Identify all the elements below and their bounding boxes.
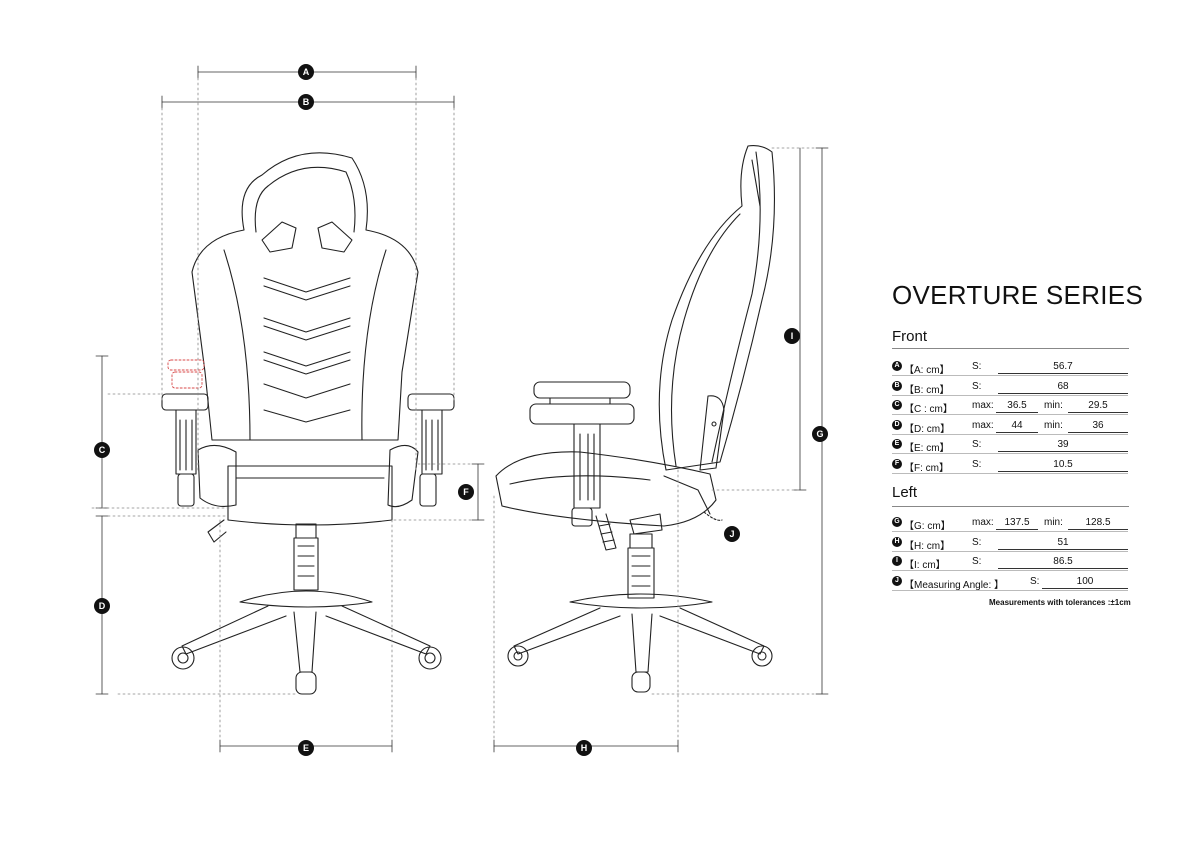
spec-max-value: 44: [996, 420, 1038, 433]
spec-badge: G: [892, 517, 902, 527]
spec-row: H【H: cm】 S: 51: [892, 534, 1132, 552]
marker-i: I: [784, 328, 800, 344]
front-section-title: Front: [892, 328, 928, 345]
front-divider: [892, 348, 1129, 349]
spec-label: 【Measuring Angle: 】: [904, 579, 1005, 591]
marker-j: J: [724, 526, 740, 542]
svg-text:I: I: [791, 331, 794, 341]
tolerance-note: Measurements with tolerances :±1cm: [989, 598, 1131, 607]
spec-s-value: 56.7: [998, 361, 1128, 374]
spec-s-value: 68: [998, 381, 1128, 394]
spec-row: A【A: cm】 S: 56.7: [892, 358, 1132, 376]
spec-row-line: [892, 453, 1128, 454]
svg-text:D: D: [99, 601, 106, 611]
svg-text:B: B: [303, 97, 310, 107]
spec-label: 【H: cm】: [904, 540, 951, 552]
spec-min-label: min:: [1044, 517, 1063, 528]
spec-s-value: 86.5: [998, 556, 1128, 569]
spec-min-value: 36: [1068, 420, 1128, 433]
spec-badge: F: [892, 458, 902, 469]
spec-label: 【B: cm】: [904, 384, 950, 396]
svg-text:F: F: [463, 487, 469, 497]
spec-s-value: 10.5: [998, 459, 1128, 472]
marker-a: A: [298, 64, 314, 80]
spec-row: B【B: cm】 S: 68: [892, 378, 1132, 396]
spec-badge: B: [892, 380, 902, 391]
spec-min-label: min:: [1044, 400, 1063, 411]
dimension-markers: A B C D E F G H I J: [94, 64, 828, 756]
marker-b: B: [298, 94, 314, 110]
svg-text:E: E: [303, 743, 309, 753]
spec-row: E【E: cm】 S: 39: [892, 436, 1132, 454]
armrest-max-ghost: [167, 359, 205, 389]
marker-f: F: [458, 484, 474, 500]
spec-row: D【D: cm】 max:44 min: 36: [892, 417, 1132, 435]
spec-label: 【E: cm】: [904, 443, 950, 454]
spec-badge: E: [892, 439, 902, 449]
spec-badge: I: [892, 556, 902, 566]
spec-max-label: max:: [972, 400, 994, 411]
svg-text:A: A: [303, 67, 310, 77]
spec-badge: A: [892, 361, 902, 371]
spec-row-line: [892, 550, 1128, 552]
front-chair-outline: [161, 152, 455, 695]
spec-min-label: min:: [1044, 419, 1063, 431]
marker-d: D: [94, 598, 110, 614]
spec-label: 【A: cm】: [904, 365, 950, 376]
spec-s-label: S:: [1030, 575, 1040, 587]
spec-row-line: [892, 414, 1128, 415]
spec-label: 【F: cm】: [904, 462, 949, 474]
spec-min-value: 29.5: [1068, 400, 1128, 413]
spec-row-line: [892, 472, 1128, 474]
spec-row-line: [892, 375, 1128, 376]
dimension-lines: [91, 65, 829, 753]
svg-text:G: G: [816, 429, 823, 439]
spec-label: 【G: cm】: [904, 521, 951, 532]
spec-label: 【C : cm】: [904, 404, 953, 415]
spec-max-label: max:: [972, 517, 994, 528]
spec-s-label: S:: [972, 380, 982, 392]
spec-s-label: S:: [972, 361, 982, 372]
spec-row: G【G: cm】 max:137.5 min: 128.5: [892, 514, 1132, 532]
spec-row-line: [892, 531, 1128, 532]
svg-text:C: C: [99, 445, 106, 455]
spec-s-value: 100: [1042, 576, 1128, 589]
spec-s-value: 51: [998, 537, 1128, 550]
side-chair-outline: [495, 145, 776, 693]
marker-e: E: [298, 740, 314, 756]
marker-h: H: [576, 740, 592, 756]
marker-g: G: [812, 426, 828, 442]
marker-c: C: [94, 442, 110, 458]
spec-row-line: [892, 570, 1128, 571]
svg-text:J: J: [729, 529, 734, 539]
spec-row-line: [892, 589, 1128, 591]
spec-row-line: [892, 433, 1128, 435]
spec-label: 【I: cm】: [904, 560, 946, 571]
spec-s-label: S:: [972, 439, 982, 450]
spec-s-label: S:: [972, 556, 982, 567]
spec-max-value: 137.5: [996, 517, 1038, 530]
spec-s-label: S:: [972, 458, 982, 470]
spec-max-value: 36.5: [996, 400, 1038, 413]
svg-text:H: H: [581, 743, 588, 753]
spec-label: 【D: cm】: [904, 423, 951, 435]
spec-badge: D: [892, 419, 902, 430]
spec-row: I【I: cm】 S: 86.5: [892, 553, 1132, 571]
left-divider: [892, 506, 1129, 507]
spec-badge: C: [892, 400, 902, 410]
spec-badge: J: [892, 575, 902, 586]
spec-s-label: S:: [972, 536, 982, 548]
spec-badge: H: [892, 536, 902, 547]
spec-row: F【F: cm】 S: 10.5: [892, 456, 1132, 474]
spec-s-value: 39: [998, 439, 1128, 452]
spec-row: J【Measuring Angle: 】 S:100: [892, 573, 1132, 591]
left-section-title: Left: [892, 484, 918, 501]
series-title: OVERTURE SERIES: [892, 280, 1144, 310]
spec-min-value: 128.5: [1068, 517, 1128, 530]
spec-row-line: [892, 394, 1128, 396]
spec-row: C【C : cm】 max:36.5 min: 29.5: [892, 397, 1132, 415]
spec-max-label: max:: [972, 419, 994, 431]
